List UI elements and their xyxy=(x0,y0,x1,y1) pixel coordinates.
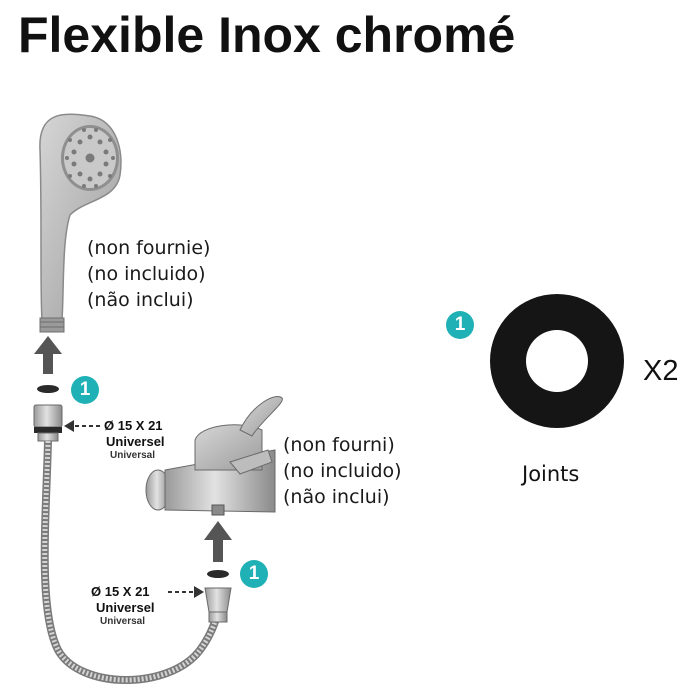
shower-note-fr: (non fournie) xyxy=(87,237,211,259)
tap-note-es: (no incluido) xyxy=(283,460,402,482)
hose-icon xyxy=(40,440,222,684)
connector-bottom-universel: Universel xyxy=(96,600,155,615)
connector-top-universel: Universel xyxy=(106,434,165,449)
connector-bottom-size: Ø 15 X 21 xyxy=(91,584,150,599)
badge-seal-bottom: 1 xyxy=(240,560,268,588)
shower-head-icon xyxy=(39,113,122,333)
seal-caption: Joints xyxy=(522,462,580,486)
shower-note-es: (no incluido) xyxy=(87,263,206,285)
connector-top-size: Ø 15 X 21 xyxy=(104,418,163,433)
arrow-up-icon xyxy=(204,521,232,562)
connector-top-universal: Universal xyxy=(110,450,156,461)
seal-small-bottom xyxy=(207,570,229,578)
connector-bottom-universal: Universal xyxy=(100,616,146,627)
seal-ring-icon xyxy=(490,294,624,428)
dashed-arrow-icon xyxy=(168,586,204,598)
hose-connector-top xyxy=(33,404,63,442)
mixer-tap-icon xyxy=(145,396,283,516)
tap-note-pt: (não inclui) xyxy=(283,486,390,508)
badge-joints: 1 xyxy=(446,311,474,339)
seal-count: X2 xyxy=(643,355,679,387)
page-title: Flexible Inox chromé xyxy=(18,7,516,63)
shower-note-pt: (não inclui) xyxy=(87,289,194,311)
badge-seal-top: 1 xyxy=(71,376,99,404)
dashed-arrow-icon xyxy=(64,420,100,432)
seal-small-top xyxy=(37,385,59,393)
hose-connector-bottom xyxy=(204,587,232,623)
tap-note-fr: (non fourni) xyxy=(283,434,395,456)
arrow-up-icon xyxy=(34,336,62,374)
